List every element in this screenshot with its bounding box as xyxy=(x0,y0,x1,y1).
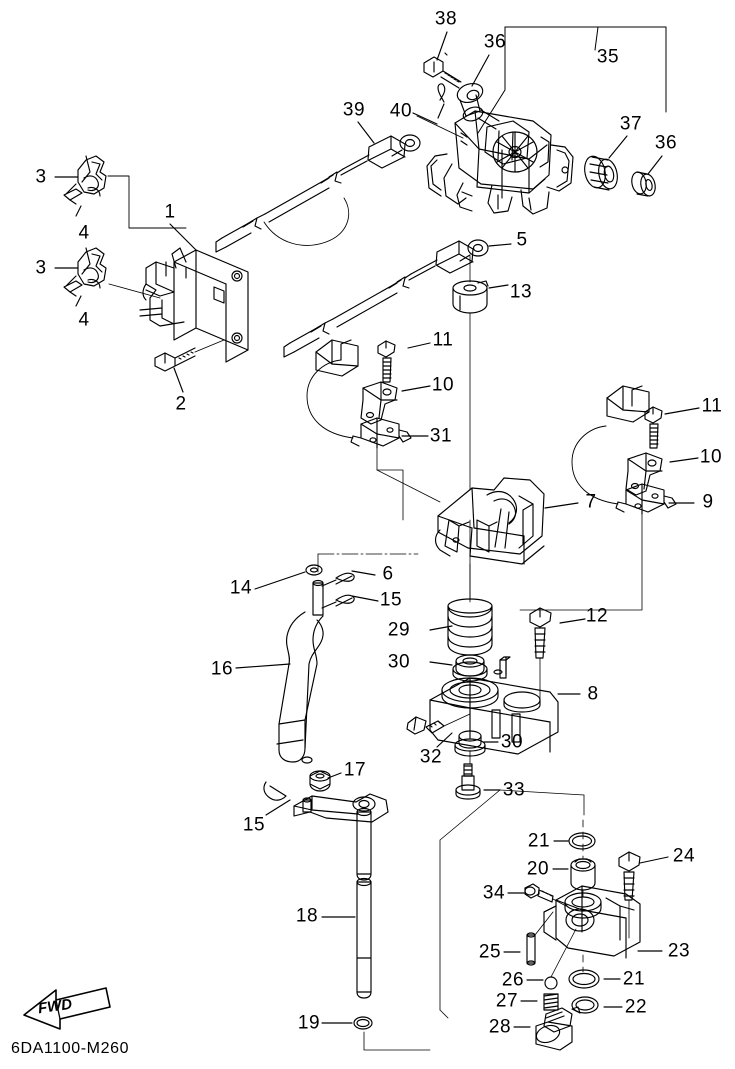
callout-number-15: 15 xyxy=(379,589,403,611)
callout-number-6: 6 xyxy=(382,563,394,585)
callout-number-15: 15 xyxy=(242,814,266,836)
callout-number-32: 32 xyxy=(419,746,443,768)
callout-number-11: 11 xyxy=(701,395,723,417)
callout-number-25: 25 xyxy=(478,941,502,963)
callout-number-39: 39 xyxy=(342,99,366,121)
callout-number-34: 34 xyxy=(482,882,506,904)
callout-number-29: 29 xyxy=(387,619,411,641)
callout-number-2: 2 xyxy=(175,393,187,415)
fwd-arrow-icon xyxy=(23,987,111,1030)
callout-number-4: 4 xyxy=(78,222,90,244)
callout-number-26: 26 xyxy=(501,969,525,991)
callout-number-18: 18 xyxy=(295,905,319,927)
callout-number-1: 1 xyxy=(164,201,176,223)
callout-number-40: 40 xyxy=(389,100,413,122)
callout-number-12: 12 xyxy=(585,605,609,627)
callout-number-20: 20 xyxy=(526,858,550,880)
callout-number-3: 3 xyxy=(35,166,47,188)
callout-number-19: 19 xyxy=(297,1012,321,1034)
callout-number-4: 4 xyxy=(78,309,90,331)
callout-number-13: 13 xyxy=(509,281,533,303)
callout-number-22: 22 xyxy=(624,996,648,1018)
callout-number-21: 21 xyxy=(622,968,646,990)
callout-number-30: 30 xyxy=(387,651,411,673)
callout-number-36: 36 xyxy=(654,132,678,154)
callout-number-14: 14 xyxy=(229,577,253,599)
callout-number-35: 35 xyxy=(596,46,620,68)
callout-number-23: 23 xyxy=(667,940,691,962)
callout-number-9: 9 xyxy=(702,491,714,513)
callout-number-17: 17 xyxy=(343,759,367,781)
callout-number-28: 28 xyxy=(488,1016,512,1038)
callout-number-21: 21 xyxy=(527,830,551,852)
callout-number-38: 38 xyxy=(434,8,458,30)
callout-number-10: 10 xyxy=(431,374,455,396)
callout-number-30: 30 xyxy=(500,731,524,753)
callout-number-10: 10 xyxy=(699,446,723,468)
callout-number-11: 11 xyxy=(432,329,454,351)
callout-number-3: 3 xyxy=(35,257,47,279)
callout-number-7: 7 xyxy=(585,491,597,513)
callout-number-5: 5 xyxy=(516,229,528,251)
callout-number-36: 36 xyxy=(483,31,507,53)
callout-number-37: 37 xyxy=(619,113,643,135)
callout-number-8: 8 xyxy=(587,683,599,705)
callout-number-27: 27 xyxy=(495,990,519,1012)
callout-number-24: 24 xyxy=(672,845,696,867)
callout-number-31: 31 xyxy=(429,425,453,447)
drawing-code-label: 6DA1100-M260 xyxy=(11,1040,130,1057)
callout-number-16: 16 xyxy=(210,658,234,680)
callout-number-33: 33 xyxy=(502,779,526,801)
